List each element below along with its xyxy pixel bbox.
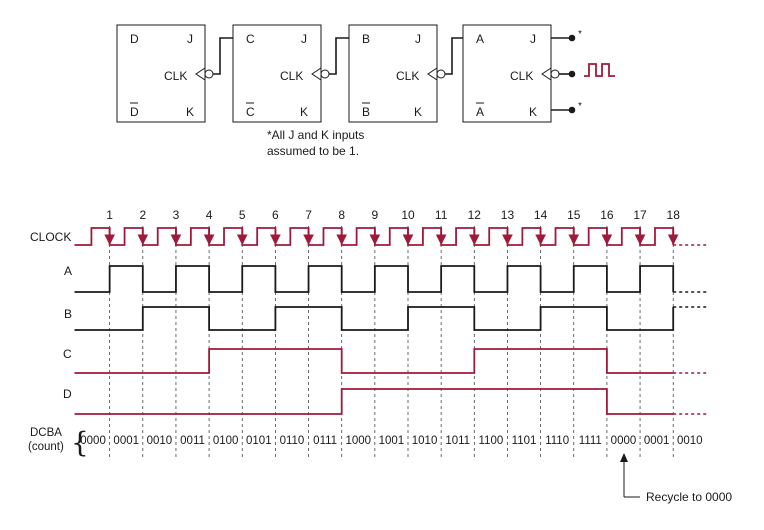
signal-b-waveform: [74, 306, 675, 331]
count-label-count: (count): [28, 441, 64, 453]
pulse-number: 1: [106, 208, 113, 222]
flipflop-b: B J CLK B K: [348, 24, 446, 123]
clock-label: CLOCK: [30, 230, 71, 244]
count-label-dcba: DCBA: [30, 427, 62, 439]
recycle-annotation: Recycle to 0000: [620, 453, 732, 504]
count-value: 0011: [180, 435, 205, 447]
count-value: 1110: [545, 435, 569, 447]
pulse-number: 13: [501, 208, 515, 222]
ff-b-clk-label: CLK: [396, 69, 419, 83]
clk-bubble-icon: [550, 69, 560, 79]
pulse-number: 2: [139, 208, 146, 222]
j-asterisk: *: [578, 29, 582, 40]
count-value: 0010: [677, 435, 703, 447]
ff-a-qbar-label: A: [476, 105, 484, 119]
k-input-terminal-icon: [568, 106, 576, 114]
pulse-number: 17: [633, 208, 647, 222]
count-value: 0000: [80, 435, 106, 447]
pulse-grid-lines: [109, 226, 674, 460]
ff-c-q-label: C: [246, 32, 255, 46]
note-line-2: assumed to be 1.: [267, 144, 359, 158]
flipflop-d: D J CLK D K: [116, 24, 214, 123]
wire-c-to-d: [213, 37, 233, 75]
signal-a-waveform: [74, 265, 675, 293]
clock-pulse-icon: [584, 63, 615, 77]
pulse-number: 16: [600, 208, 614, 222]
ff-a-k-label: K: [529, 105, 537, 119]
count-value: 1101: [512, 435, 537, 447]
signal-c-waveform: [74, 348, 674, 374]
wire-a-to-b: [445, 37, 463, 75]
ff-c-k-label: K: [300, 105, 308, 119]
ff-c-qbar-label: C: [246, 105, 255, 119]
count-value: 1010: [412, 435, 438, 447]
ff-b-q-label: B: [362, 32, 370, 46]
signal-c-label: C: [63, 347, 72, 361]
clk-bubble-icon: [436, 69, 446, 79]
ff-d-qbar-label: D: [130, 105, 139, 119]
count-value: 0001: [113, 435, 139, 447]
pulse-number: 3: [173, 208, 180, 222]
ff-a-clk-label: CLK: [510, 69, 533, 83]
ff-a-j-label: J: [530, 32, 536, 46]
count-value: 1100: [479, 435, 504, 447]
pulse-number: 8: [338, 208, 345, 222]
pulse-number: 4: [206, 208, 213, 222]
k-asterisk: *: [578, 101, 582, 112]
clock-input-terminal-icon: [568, 70, 576, 78]
waveforms: [74, 227, 710, 415]
pulse-number: 12: [468, 208, 482, 222]
count-value: 0111: [313, 435, 337, 447]
pulse-number: 15: [567, 208, 581, 222]
pulse-number: 18: [667, 208, 681, 222]
ff-b-qbar-label: B: [362, 105, 370, 119]
ff-c-clk-label: CLK: [280, 69, 303, 83]
count-value: 0110: [280, 435, 305, 447]
ff-a-q-label: A: [476, 32, 484, 46]
ff-d-q-label: D: [130, 32, 139, 46]
note-line-1: *All J and K inputs: [267, 128, 364, 142]
pulse-number: 5: [239, 208, 246, 222]
ff-b-j-label: J: [415, 32, 421, 46]
count-value: 0100: [213, 435, 239, 447]
flipflop-schematic: D J CLK D K C J CLK C K B J CLK B: [116, 24, 615, 158]
clk-bubble-icon: [204, 69, 214, 79]
count-value: 1111: [579, 435, 602, 447]
flipflop-c: C J CLK C K: [232, 24, 330, 123]
ff-b-k-label: K: [414, 105, 422, 119]
signal-a-label: A: [64, 264, 72, 278]
ff-d-j-label: J: [187, 32, 193, 46]
recycle-label: Recycle to 0000: [646, 490, 732, 504]
count-values: 0000 0001 0010 0011 0100 0101 0110 0111 1000 1001…: [80, 435, 702, 447]
count-value: 0101: [246, 435, 272, 447]
recycle-arrow-icon: [620, 453, 628, 462]
flipflop-a: A J CLK A K: [462, 24, 560, 123]
count-brace-icon: {: [71, 426, 89, 459]
signal-b-label: B: [64, 307, 72, 321]
count-value: 0010: [147, 435, 173, 447]
pulse-number: 7: [305, 208, 312, 222]
ff-c-j-label: J: [301, 32, 307, 46]
pulse-number: 14: [534, 208, 548, 222]
count-value: 0000: [611, 435, 637, 447]
clk-bubble-icon: [320, 69, 330, 79]
pulse-number: 10: [401, 208, 415, 222]
count-value: 1001: [379, 435, 405, 447]
j-input-terminal-icon: [568, 34, 576, 42]
pulse-number: 6: [272, 208, 279, 222]
signal-d-waveform: [74, 388, 674, 415]
pulse-number: 9: [372, 208, 379, 222]
wire-b-to-c: [329, 37, 349, 75]
ff-d-clk-label: CLK: [164, 69, 187, 83]
count-value: 1011: [445, 435, 470, 447]
clock-waveform: [74, 227, 675, 246]
ff-d-k-label: K: [186, 105, 194, 119]
count-value: 0001: [644, 435, 670, 447]
pulse-number: 11: [435, 208, 448, 222]
signal-d-label: D: [63, 387, 72, 401]
count-value: 1000: [345, 435, 371, 447]
